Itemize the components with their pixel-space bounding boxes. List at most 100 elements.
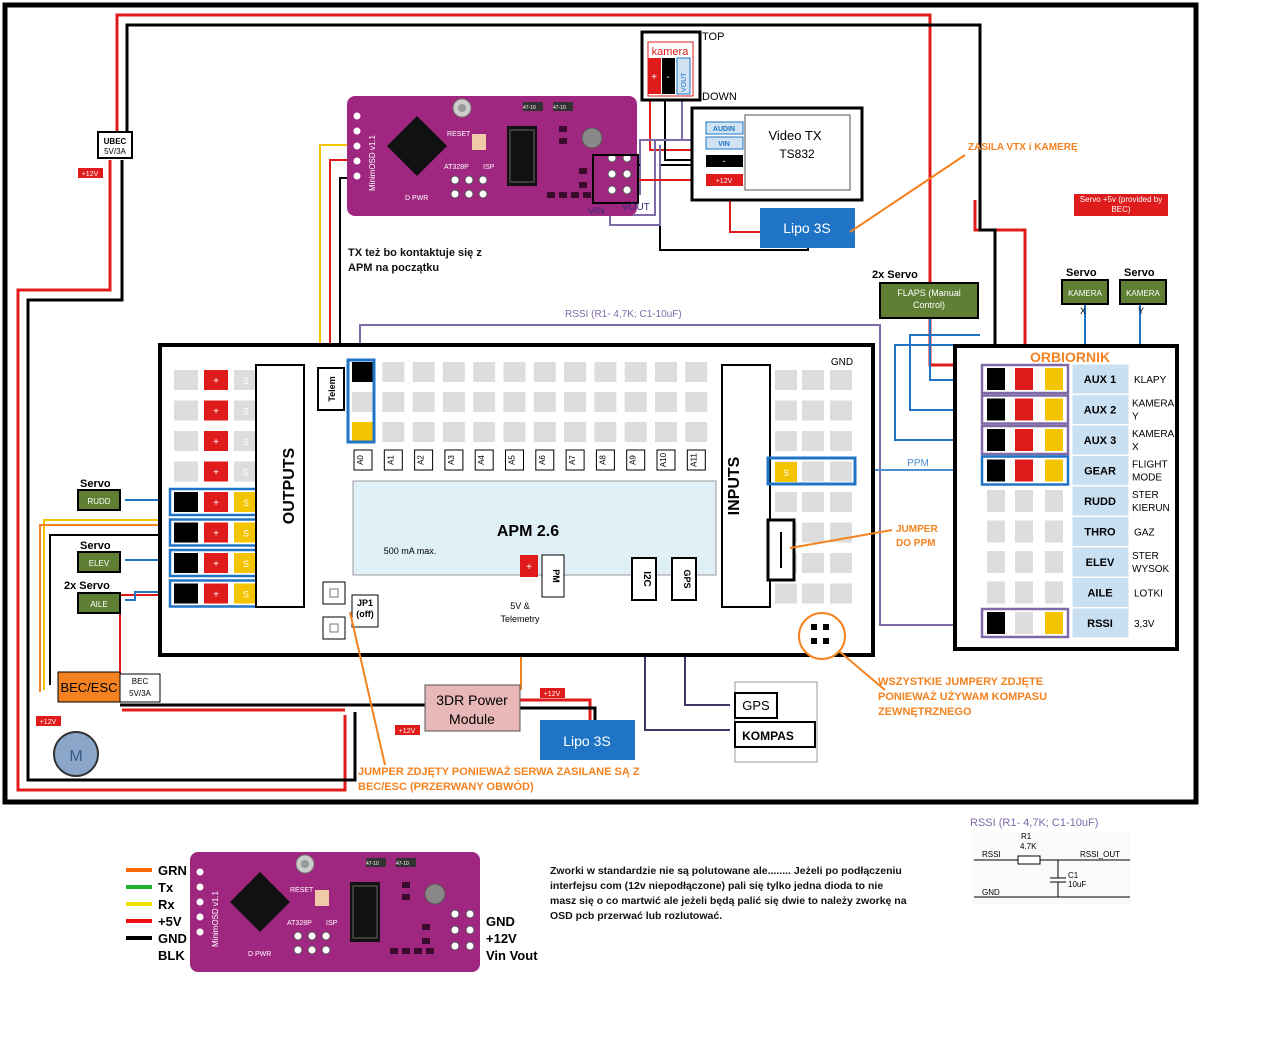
receiver-channel-name: AUX 3: [1084, 435, 1116, 447]
legend-right-12v: +12V: [486, 931, 517, 946]
apm-analog-label: A11: [689, 453, 698, 467]
apm-telemetry: 5V & Telemetry: [500, 601, 540, 624]
rssi-c1v: 10uF: [1068, 880, 1086, 889]
receiver-channel-desc: KLAPY: [1134, 375, 1167, 386]
svg-text:+: +: [213, 590, 219, 601]
rudd-servo: RUDD: [87, 497, 110, 506]
apm-gnd: GND: [831, 357, 853, 368]
kam-x-servo: KAMERA: [1068, 289, 1102, 298]
note-jumper-bec: JUMPER ZDJĘTY PONIEWAŻ SERWA ZASILANE SĄ…: [358, 766, 640, 793]
apm-title: APM 2.6: [497, 523, 559, 540]
rssi-r1: R1: [1021, 832, 1032, 841]
svg-text:+: +: [213, 407, 219, 418]
rssi-out: RSSI_OUT: [1080, 850, 1120, 859]
svg-text:S: S: [243, 590, 249, 600]
receiver-channel-desc: LOTKI: [1134, 589, 1163, 600]
svg-text:+: +: [526, 562, 532, 573]
osd-legend-reset: RESET: [290, 887, 314, 894]
note-zasila: ZASILA VTX i KAMERĘ: [968, 142, 1078, 153]
vtx-title: Video TX: [768, 128, 821, 143]
rudd-title: Servo: [80, 478, 111, 490]
apm-ppm: PPM: [907, 458, 929, 469]
apm-analog-label: A8: [598, 455, 607, 465]
apm-analog-label: A6: [538, 455, 547, 465]
svg-text:+: +: [213, 529, 219, 540]
osd-vin-label: VIN: [588, 206, 605, 217]
osd-legend-isp: ISP: [326, 920, 338, 927]
bec-spec1: BEC: [132, 677, 149, 686]
receiver-channel-name: RUDD: [1084, 496, 1116, 508]
legend-item-label: Rx: [158, 897, 175, 912]
apm-analog-label: A9: [629, 455, 638, 465]
lipo-top: Lipo 3S: [783, 220, 830, 236]
svg-text:S: S: [783, 468, 789, 478]
camera-minus: -: [666, 72, 669, 83]
receiver-channel-name: ELEV: [1086, 557, 1115, 569]
camera-label: kamera: [652, 46, 690, 58]
legend-right-gnd: GND: [486, 914, 515, 929]
apm-analog-label: A4: [477, 455, 486, 465]
osd-reset-label: RESET: [447, 131, 471, 138]
receiver-channel-name: RSSI: [1087, 618, 1113, 630]
apm-outputs: OUTPUTS: [281, 447, 298, 524]
note-zworki: Zworki w standardzie nie są polutowane a…: [550, 865, 907, 922]
svg-text:S: S: [243, 529, 249, 539]
apm-analog-label: A3: [447, 455, 456, 465]
kam-y-axis: Y: [1138, 306, 1144, 316]
svg-text:S: S: [243, 437, 249, 447]
osd-r1-label: 47-10: [523, 105, 536, 111]
rssi-in: RSSI: [982, 850, 1001, 859]
camera-vout: VOUT: [681, 72, 688, 92]
vtx-vin: VIN: [718, 141, 730, 148]
svg-text:+: +: [213, 559, 219, 570]
osd-legend-name: MinimOSD v1.1: [211, 890, 220, 947]
top-label: TOP: [702, 31, 724, 43]
receiver-channel-name: AUX 1: [1084, 374, 1116, 386]
svg-text:S: S: [243, 376, 249, 386]
osd-vout-label: VOUT: [622, 202, 650, 213]
svg-text:S: S: [243, 498, 249, 508]
power-line1: 3DR Power: [436, 692, 508, 708]
minimosd-board: RESET AT328P ISP D PWR 47-10 47-10 Minim…: [346, 95, 638, 217]
osd-name-label: MinimOSD v1.1: [368, 134, 377, 191]
ubec-12v: +12V: [82, 171, 99, 178]
osd-r2-label: 47-10: [553, 105, 566, 111]
osd-chip-label: AT328P: [444, 164, 469, 171]
bec-spec2: 5V/3A: [129, 689, 151, 698]
rssi-c1: C1: [1068, 871, 1079, 880]
osd-pwr-label: D PWR: [405, 195, 428, 202]
receiver-channel-name: AUX 2: [1084, 405, 1116, 417]
bec-12v-a: +12V: [40, 719, 57, 726]
vtx-minus: -: [723, 156, 726, 166]
note-jumper-ppm-1: JUMPER: [896, 524, 938, 535]
kam-x-title: Servo: [1066, 267, 1097, 279]
osd-legend-r1: 47-10: [366, 861, 379, 867]
svg-text:S: S: [243, 559, 249, 569]
osd-isp-label: ISP: [483, 164, 495, 171]
camera-plus: +: [651, 72, 657, 83]
flaps-servo: FLAPS (Manual Control): [897, 288, 961, 310]
receiver-channel-desc: 3,3V: [1134, 619, 1155, 630]
note-tx: TX też bo kontaktuje się z APM na począt…: [348, 247, 482, 274]
apm-analog-label: A1: [386, 455, 395, 465]
kam-x-axis: X: [1080, 306, 1086, 316]
down-label: DOWN: [702, 91, 737, 103]
vtx-12v: +12V: [716, 178, 733, 185]
bec-12v-c: +12V: [544, 691, 561, 698]
bec-name: BEC/ESC: [60, 680, 117, 695]
minimosd-board-legend: RESET AT328P ISP D PWR 47-10 47-10 Minim…: [189, 851, 481, 973]
apm-i2c: I2C: [641, 571, 652, 587]
receiver-channel-desc: GAZ: [1134, 528, 1155, 539]
svg-text:+: +: [213, 376, 219, 387]
receiver-channel-name: THRO: [1084, 527, 1116, 539]
apm-analog-label: A2: [417, 455, 426, 465]
elev-servo: ELEV: [89, 559, 110, 568]
apm-analog-label: A0: [356, 455, 365, 465]
receiver-channel-name: GEAR: [1084, 466, 1116, 478]
